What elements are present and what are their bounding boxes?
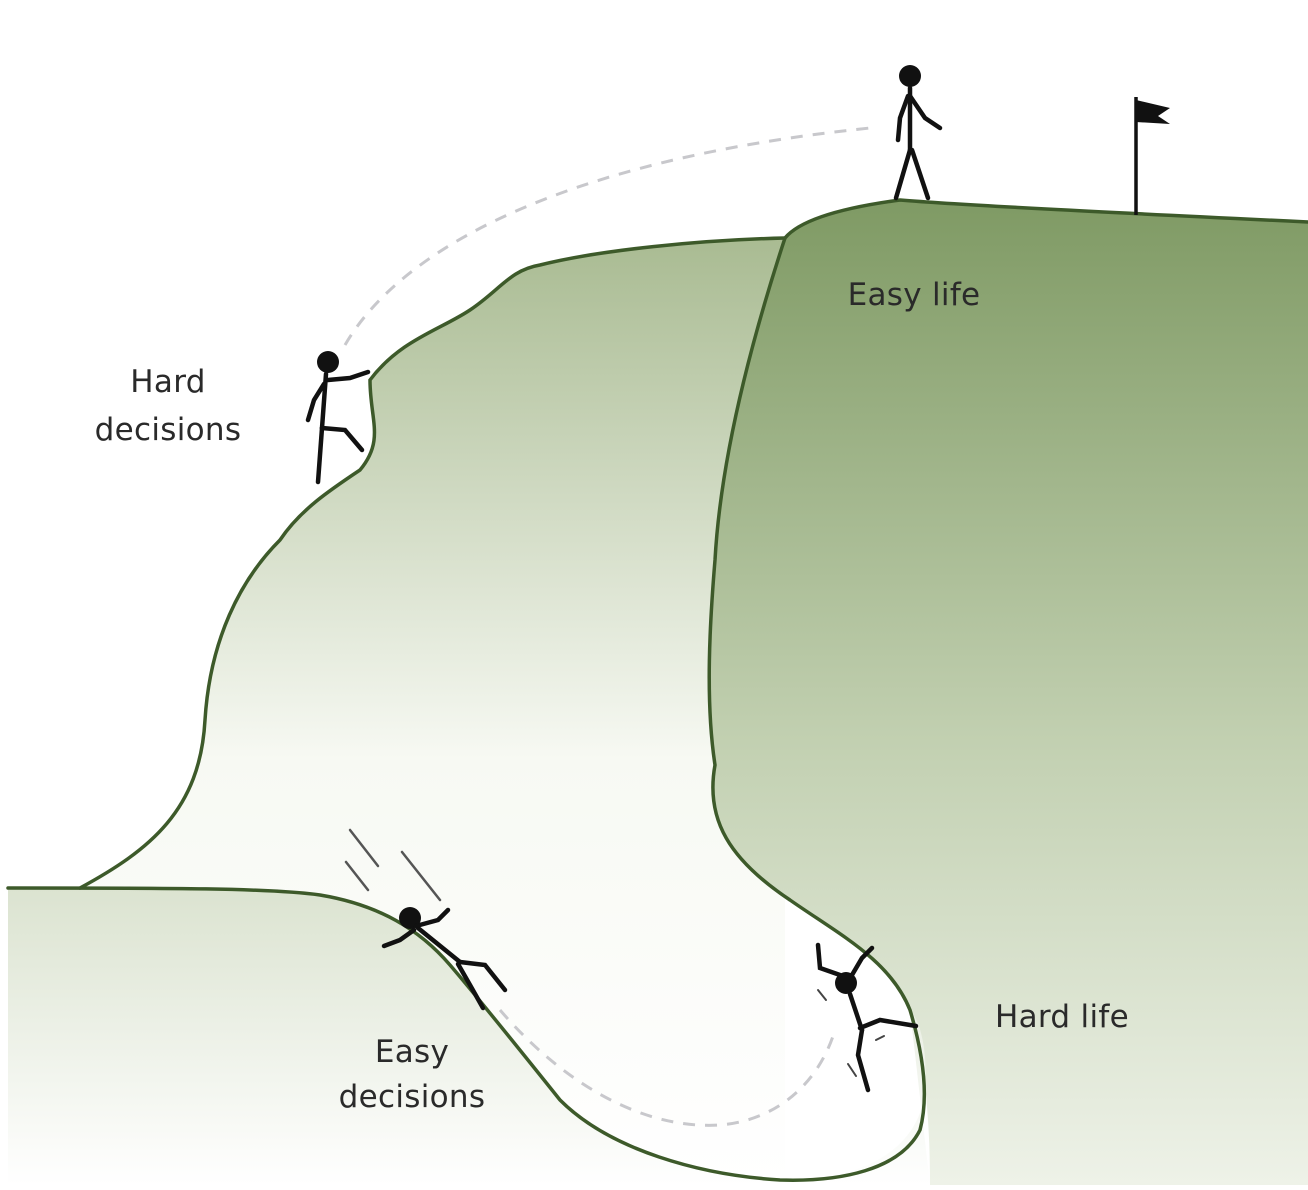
flag-icon xyxy=(1136,97,1170,215)
label-easy-decisions-2: decisions xyxy=(339,1079,486,1115)
label-easy-decisions-1: Easy xyxy=(375,1034,449,1070)
label-easy-life: Easy life xyxy=(848,277,981,313)
label-hard-life: Hard life xyxy=(995,999,1129,1035)
right-plateau xyxy=(709,200,1308,1185)
climbing-figure xyxy=(308,351,368,482)
label-hard-decisions-2: decisions xyxy=(95,412,242,448)
label-hard-decisions-1: Hard xyxy=(130,364,205,400)
walking-figure xyxy=(896,65,940,198)
